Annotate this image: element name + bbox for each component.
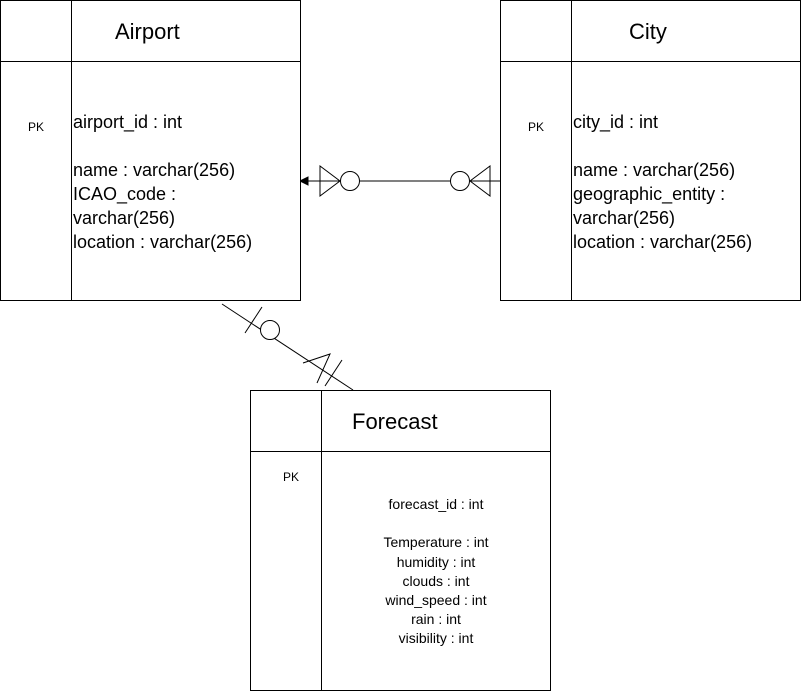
- airport-fields: airport_id : int name : varchar(256) ICA…: [73, 112, 253, 252]
- city-crowfoot: [469, 165, 491, 197]
- forecast-crowfoot: [302, 353, 331, 384]
- forecast-entity[interactable]: Forecast PK forecast_id : int Temperatur…: [250, 390, 551, 691]
- city-fields: city_id : int name : varchar(256) geogra…: [573, 112, 753, 252]
- airport-zero-circle: [340, 171, 360, 191]
- airport-entity[interactable]: Airport PK airport_id : int name : varch…: [0, 0, 301, 301]
- city-entity[interactable]: City PK city_id : int name : varchar(256…: [500, 0, 801, 301]
- forecast-title: Forecast: [352, 409, 438, 434]
- city-title: City: [629, 19, 667, 44]
- airport-one-bar: [244, 306, 263, 334]
- forecast-fields: forecast_id : int Temperature : int humi…: [383, 496, 489, 647]
- city-pk-label: PK: [528, 120, 545, 134]
- forecast-one-bar: [324, 359, 343, 387]
- airport-arrowhead: [298, 176, 309, 186]
- airport-optional-circle: [260, 320, 280, 340]
- city-zero-circle: [450, 171, 470, 191]
- city-header: City: [501, 1, 800, 62]
- forecast-header: Forecast: [251, 391, 550, 452]
- city-key-column: [501, 61, 572, 300]
- airport-title: Airport: [115, 19, 180, 44]
- forecast-key-column: [251, 451, 322, 690]
- airport-header: Airport: [1, 1, 300, 62]
- forecast-pk-label: PK: [283, 470, 300, 484]
- city-airport-relationship: [298, 165, 500, 197]
- airport-crowfoot: [319, 165, 341, 197]
- airport-forecast-line: [221, 303, 354, 391]
- airport-key-column: [1, 61, 72, 300]
- airport-pk-label: PK: [28, 120, 45, 134]
- airport-forecast-relationship: [221, 303, 354, 391]
